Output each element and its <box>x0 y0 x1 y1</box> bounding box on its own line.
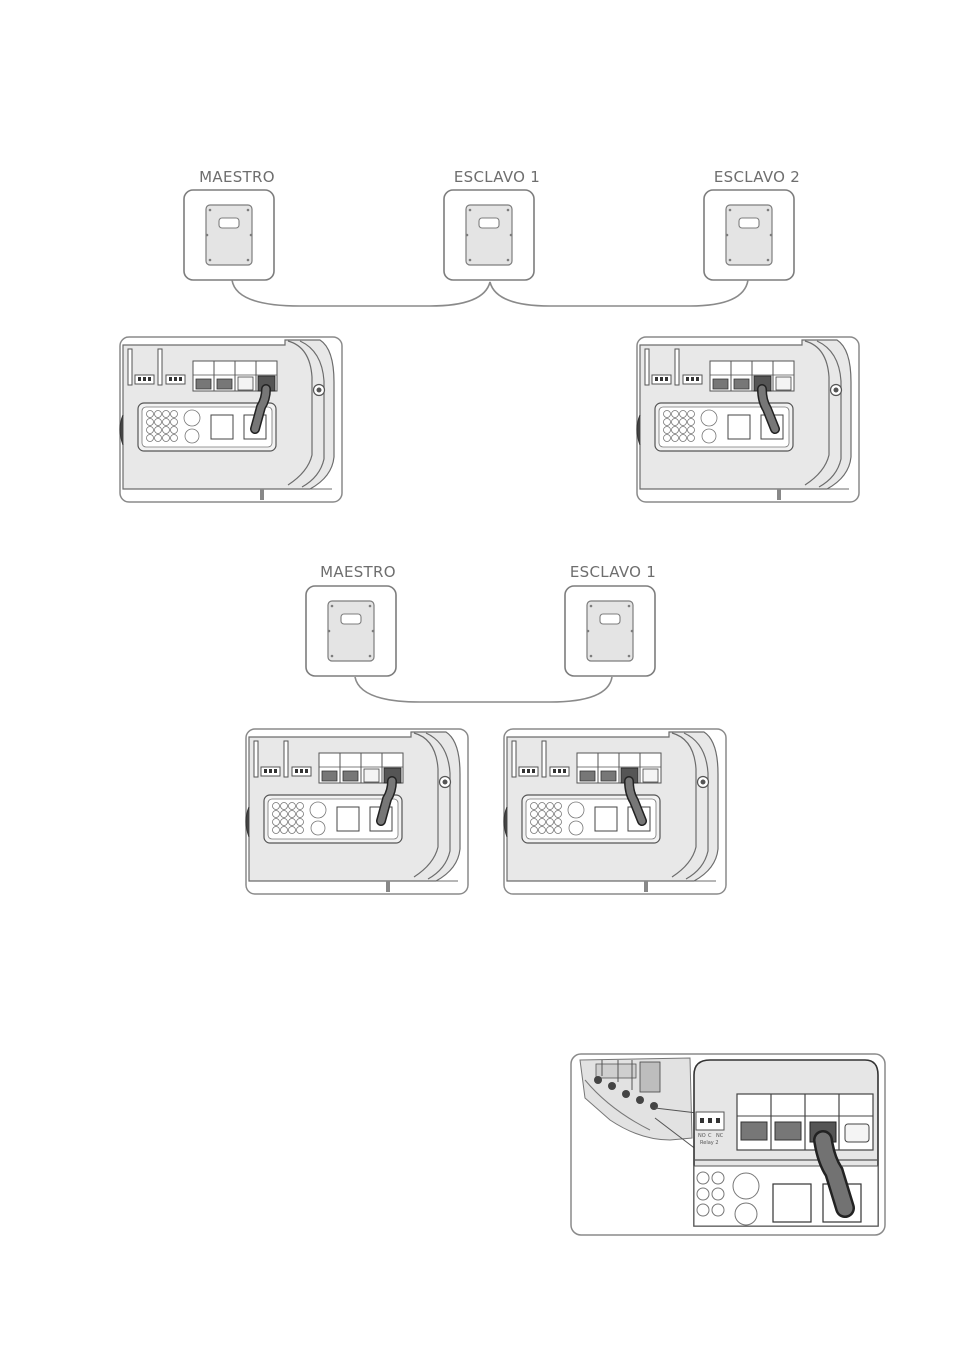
relay-pin-c: C <box>708 1133 712 1139</box>
label-master-mid: MAESTRO <box>320 563 396 581</box>
connection-panel-master <box>245 728 469 895</box>
slave1-device-icon <box>564 585 656 677</box>
master-device-icon <box>305 585 397 677</box>
master-device-icon <box>183 189 275 281</box>
relay-pin-nc: NC <box>716 1133 724 1139</box>
connection-panel-slave1 <box>503 728 727 895</box>
relay-pin-no: NO <box>698 1133 706 1139</box>
label-slave2-top: ESCLAVO 2 <box>714 168 800 186</box>
connection-panel-master <box>119 336 343 503</box>
detail-view: NO C NC Relay 2 <box>570 1053 886 1236</box>
connection-panel-slave2 <box>636 336 860 503</box>
label-slave1-mid: ESCLAVO 1 <box>570 563 656 581</box>
device-overview-image <box>579 1057 698 1151</box>
label-master-top: MAESTRO <box>199 168 275 186</box>
diagram-two-devices: MAESTRO ESCLAVO 1 <box>245 563 727 895</box>
slave2-device-icon <box>703 189 795 281</box>
network-cable-line <box>231 279 749 307</box>
diagram-three-devices: MAESTRO ESCLAVO 1 ESCLAVO 2 <box>119 168 860 503</box>
slave1-device-icon <box>443 189 535 281</box>
label-slave1-top: ESCLAVO 1 <box>454 168 540 186</box>
network-cable-line <box>354 676 613 703</box>
zoomed-connection-panel: NO C NC Relay 2 <box>693 1059 879 1227</box>
relay-label: Relay 2 <box>700 1140 719 1146</box>
